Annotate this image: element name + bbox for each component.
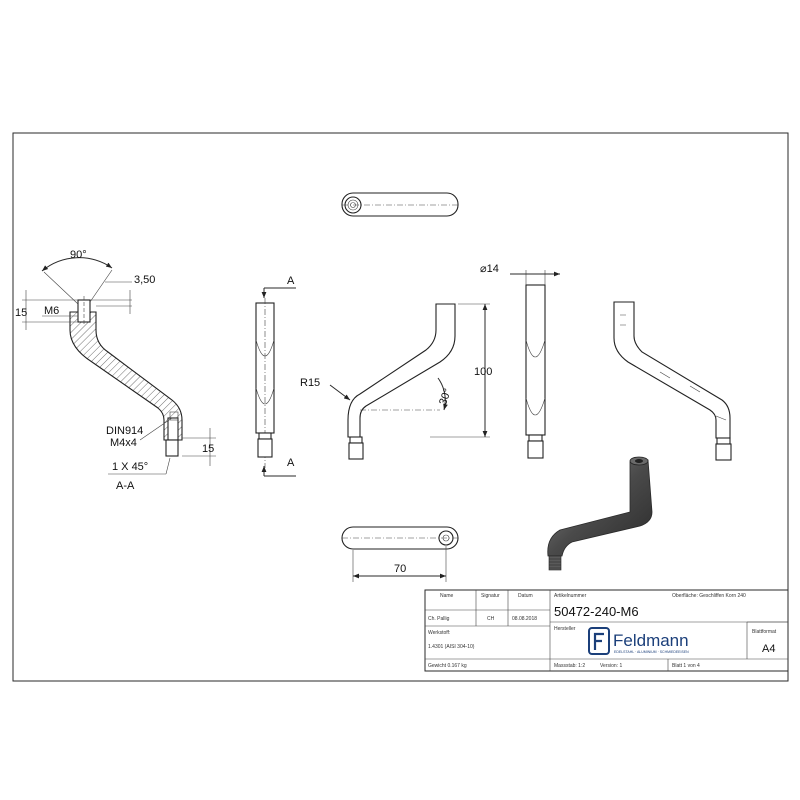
logo-subline: EDELSTAHL · ALUMINIUM · SCHMIEDEEISEN [614,650,689,654]
setscrew-label-1: DIN914 [106,425,143,437]
height-label: 100 [474,366,492,378]
title-block: Name Signatur Datum Ch. Pallig CH 08.08.… [424,589,789,672]
format-label: Blattformat [752,629,777,635]
header-signature: Signatur [481,593,500,599]
section-aa-label: A-A [116,480,135,492]
front-view: A A [255,275,296,477]
top-view [341,192,459,217]
chamfer-45-label: 1 X 45° [112,461,148,473]
section-mark-bottom: A [287,457,295,469]
scale-value: Massstab: 1:2 [554,663,585,669]
surface-label: Oberfläche: Geschliffen Korn 240 [672,593,746,599]
material-value: 1.4301 (AISI 304-10) [428,644,475,650]
angle-90-label: 90° [70,249,87,261]
logo-wordmark: Feldmann [613,631,689,650]
header-date: Datum [518,593,533,599]
isometric-render [547,456,653,571]
thread-depth-label: 15 [15,307,27,319]
diameter-label: ⌀14 [480,263,499,275]
sheet-value: Blatt 1 von 4 [672,663,700,669]
version-value: Version: 1 [600,663,622,669]
radius-label: R15 [300,377,320,389]
drawn-by-signature: CH [487,616,495,622]
article-number: 50472-240-M6 [554,604,639,619]
feldmann-logo: Feldmann EDELSTAHL · ALUMINIUM · SCHMIED… [588,627,689,655]
thread-m6-label: M6 [44,305,59,317]
bend-angle-label: 30° [437,387,454,407]
bottom-view: 70 [341,526,459,582]
format-value: A4 [762,643,775,655]
section-view-aa: 90° 3,50 15 M6 DIN914 M4x4 15 1 X 45° A-… [15,249,216,492]
section-mark-top: A [287,275,295,287]
material-label: Werkstoff: [428,630,450,636]
header-name: Name [440,593,454,599]
drawing-frame [12,132,789,682]
pin-length-label: 15 [202,443,214,455]
maker-label: Hersteller [554,626,576,632]
side-view: 30° R15 100 [300,303,492,460]
article-label: Artikelnummer [554,593,587,599]
iso-outline-view [613,301,732,461]
chamfer-width-label: 3,50 [134,274,155,286]
drawn-by-name: Ch. Pallig [428,616,450,622]
length-label: 70 [394,563,406,575]
weight-value: Gewicht 0.167 kg [428,663,467,669]
end-view: ⌀14 [480,263,560,459]
drawn-date: 08.08.2018 [512,616,537,622]
setscrew-label-2: M4x4 [110,437,137,449]
